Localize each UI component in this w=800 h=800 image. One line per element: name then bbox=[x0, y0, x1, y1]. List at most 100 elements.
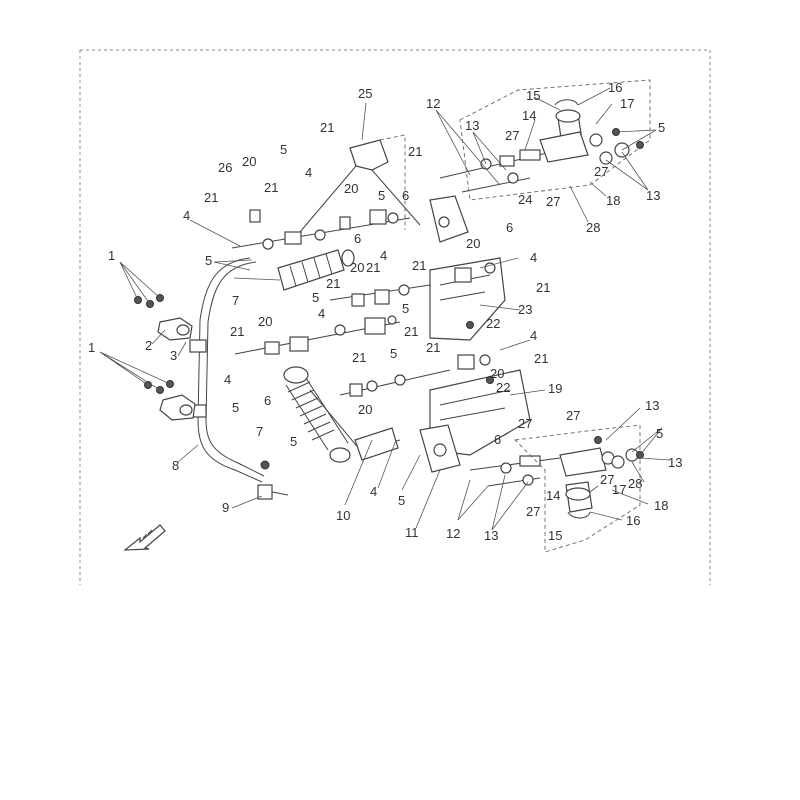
stabilizer-bracket-upper bbox=[157, 317, 193, 341]
callout-20: 20 bbox=[358, 402, 372, 417]
knuckle-19 bbox=[419, 369, 531, 473]
callout-21: 21 bbox=[534, 351, 548, 366]
callout-19: 19 bbox=[548, 381, 562, 396]
callout-20: 20 bbox=[350, 260, 364, 275]
front-arrow-icon bbox=[123, 524, 166, 551]
callout-21: 21 bbox=[412, 258, 426, 273]
callout-25: 25 bbox=[358, 86, 372, 101]
callout-20: 20 bbox=[344, 181, 358, 196]
callout-14: 14 bbox=[546, 488, 560, 503]
callout-4: 4 bbox=[305, 165, 312, 180]
callout-5: 5 bbox=[658, 120, 665, 135]
callout-13: 13 bbox=[646, 188, 660, 203]
callout-24: 24 bbox=[518, 192, 532, 207]
callout-27: 27 bbox=[505, 128, 519, 143]
callout-5: 5 bbox=[312, 290, 319, 305]
callout-6: 6 bbox=[402, 188, 409, 203]
callout-6: 6 bbox=[494, 432, 501, 447]
callout-13: 13 bbox=[668, 455, 682, 470]
shock-boot bbox=[277, 249, 355, 291]
callout-12: 12 bbox=[426, 96, 440, 111]
callout-4: 4 bbox=[530, 328, 537, 343]
callout-5: 5 bbox=[390, 346, 397, 361]
callout-4: 4 bbox=[183, 208, 190, 223]
callout-17: 17 bbox=[612, 482, 626, 497]
callout-6: 6 bbox=[354, 231, 361, 246]
callout-27: 27 bbox=[546, 194, 560, 209]
callout-20: 20 bbox=[258, 314, 272, 329]
stabilizer-bracket-lower bbox=[159, 394, 196, 421]
callout-5: 5 bbox=[290, 434, 297, 449]
callout-3: 3 bbox=[170, 348, 177, 363]
callout-23: 23 bbox=[518, 302, 532, 317]
callout-6: 6 bbox=[506, 220, 513, 235]
callout-5: 5 bbox=[205, 253, 212, 268]
callout-13: 13 bbox=[465, 118, 479, 133]
upper-right-shafts bbox=[439, 149, 561, 193]
callout-21: 21 bbox=[404, 324, 418, 339]
leader-lines bbox=[99, 87, 671, 531]
callout-5: 5 bbox=[398, 493, 405, 508]
callout-5: 5 bbox=[402, 301, 409, 316]
end-link bbox=[257, 460, 289, 500]
callout-28: 28 bbox=[586, 220, 600, 235]
middle-shaft-b bbox=[234, 315, 401, 355]
callout-21: 21 bbox=[408, 144, 422, 159]
callout-26: 26 bbox=[218, 160, 232, 175]
callout-28: 28 bbox=[628, 476, 642, 491]
bushings-20 bbox=[454, 262, 496, 384]
callout-12: 12 bbox=[446, 526, 460, 541]
hub-box-lower bbox=[514, 424, 644, 553]
callout-9: 9 bbox=[222, 500, 229, 515]
callout-14: 14 bbox=[522, 108, 536, 123]
callout-5: 5 bbox=[280, 142, 287, 157]
lower-right-shafts bbox=[469, 455, 561, 487]
callout-2: 2 bbox=[145, 338, 152, 353]
callout-7: 7 bbox=[256, 424, 263, 439]
callout-4: 4 bbox=[224, 372, 231, 387]
callout-27: 27 bbox=[518, 416, 532, 431]
callout-21: 21 bbox=[264, 180, 278, 195]
callout-27: 27 bbox=[526, 504, 540, 519]
callout-4: 4 bbox=[530, 250, 537, 265]
callout-27: 27 bbox=[594, 164, 608, 179]
callout-18: 18 bbox=[654, 498, 668, 513]
callout-1: 1 bbox=[108, 248, 115, 263]
upper-shaft bbox=[231, 209, 411, 250]
callout-labels: 1 1 2 3 4 4 4 4 4 4 4 4 5 5 5 5 5 5 5 5 … bbox=[88, 80, 682, 543]
callout-20: 20 bbox=[490, 366, 504, 381]
callout-21: 21 bbox=[426, 340, 440, 355]
callout-16: 16 bbox=[608, 80, 622, 95]
knuckle-23 bbox=[429, 195, 506, 341]
middle-shaft-a bbox=[329, 284, 431, 307]
callout-27: 27 bbox=[566, 408, 580, 423]
callout-21: 21 bbox=[326, 276, 340, 291]
callout-21: 21 bbox=[204, 190, 218, 205]
callout-21: 21 bbox=[320, 120, 334, 135]
callout-6: 6 bbox=[264, 393, 271, 408]
bolts-group-1 bbox=[134, 294, 174, 394]
callout-5: 5 bbox=[656, 426, 663, 441]
coil-shock-7 bbox=[283, 366, 351, 463]
callout-20: 20 bbox=[466, 236, 480, 251]
callout-13: 13 bbox=[484, 528, 498, 543]
callout-21: 21 bbox=[230, 324, 244, 339]
callout-21: 21 bbox=[536, 280, 550, 295]
callout-10: 10 bbox=[336, 508, 350, 523]
callout-20: 20 bbox=[242, 154, 256, 169]
callout-17: 17 bbox=[620, 96, 634, 111]
callout-7: 7 bbox=[232, 293, 239, 308]
callout-13: 13 bbox=[645, 398, 659, 413]
callout-21: 21 bbox=[366, 260, 380, 275]
callout-21: 21 bbox=[352, 350, 366, 365]
lower-arm-10 bbox=[309, 369, 451, 461]
callout-4: 4 bbox=[370, 484, 377, 499]
callout-15: 15 bbox=[548, 528, 562, 543]
callout-22: 22 bbox=[496, 380, 510, 395]
stabilizer-bar bbox=[189, 257, 265, 483]
upper-arm-25 bbox=[299, 134, 421, 233]
callout-4: 4 bbox=[318, 306, 325, 321]
callout-8: 8 bbox=[172, 458, 179, 473]
callout-22: 22 bbox=[486, 316, 500, 331]
